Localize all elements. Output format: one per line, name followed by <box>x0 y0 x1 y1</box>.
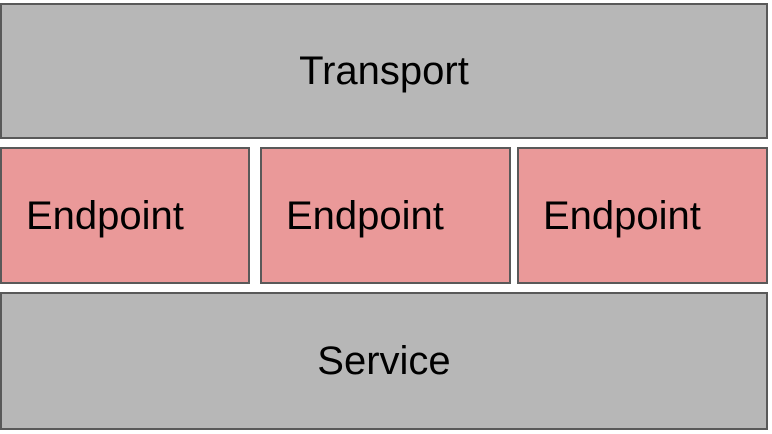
transport-layer-box: Transport <box>0 3 768 139</box>
endpoint-label-1: Endpoint <box>26 193 184 238</box>
endpoint-box-3: Endpoint <box>517 147 768 284</box>
transport-label: Transport <box>299 49 469 93</box>
service-layer-box: Service <box>0 292 768 430</box>
endpoint-label-2: Endpoint <box>286 193 444 238</box>
endpoint-box-2: Endpoint <box>260 147 511 284</box>
service-label: Service <box>317 339 451 383</box>
endpoint-label-3: Endpoint <box>543 193 701 238</box>
endpoint-box-1: Endpoint <box>0 147 250 284</box>
